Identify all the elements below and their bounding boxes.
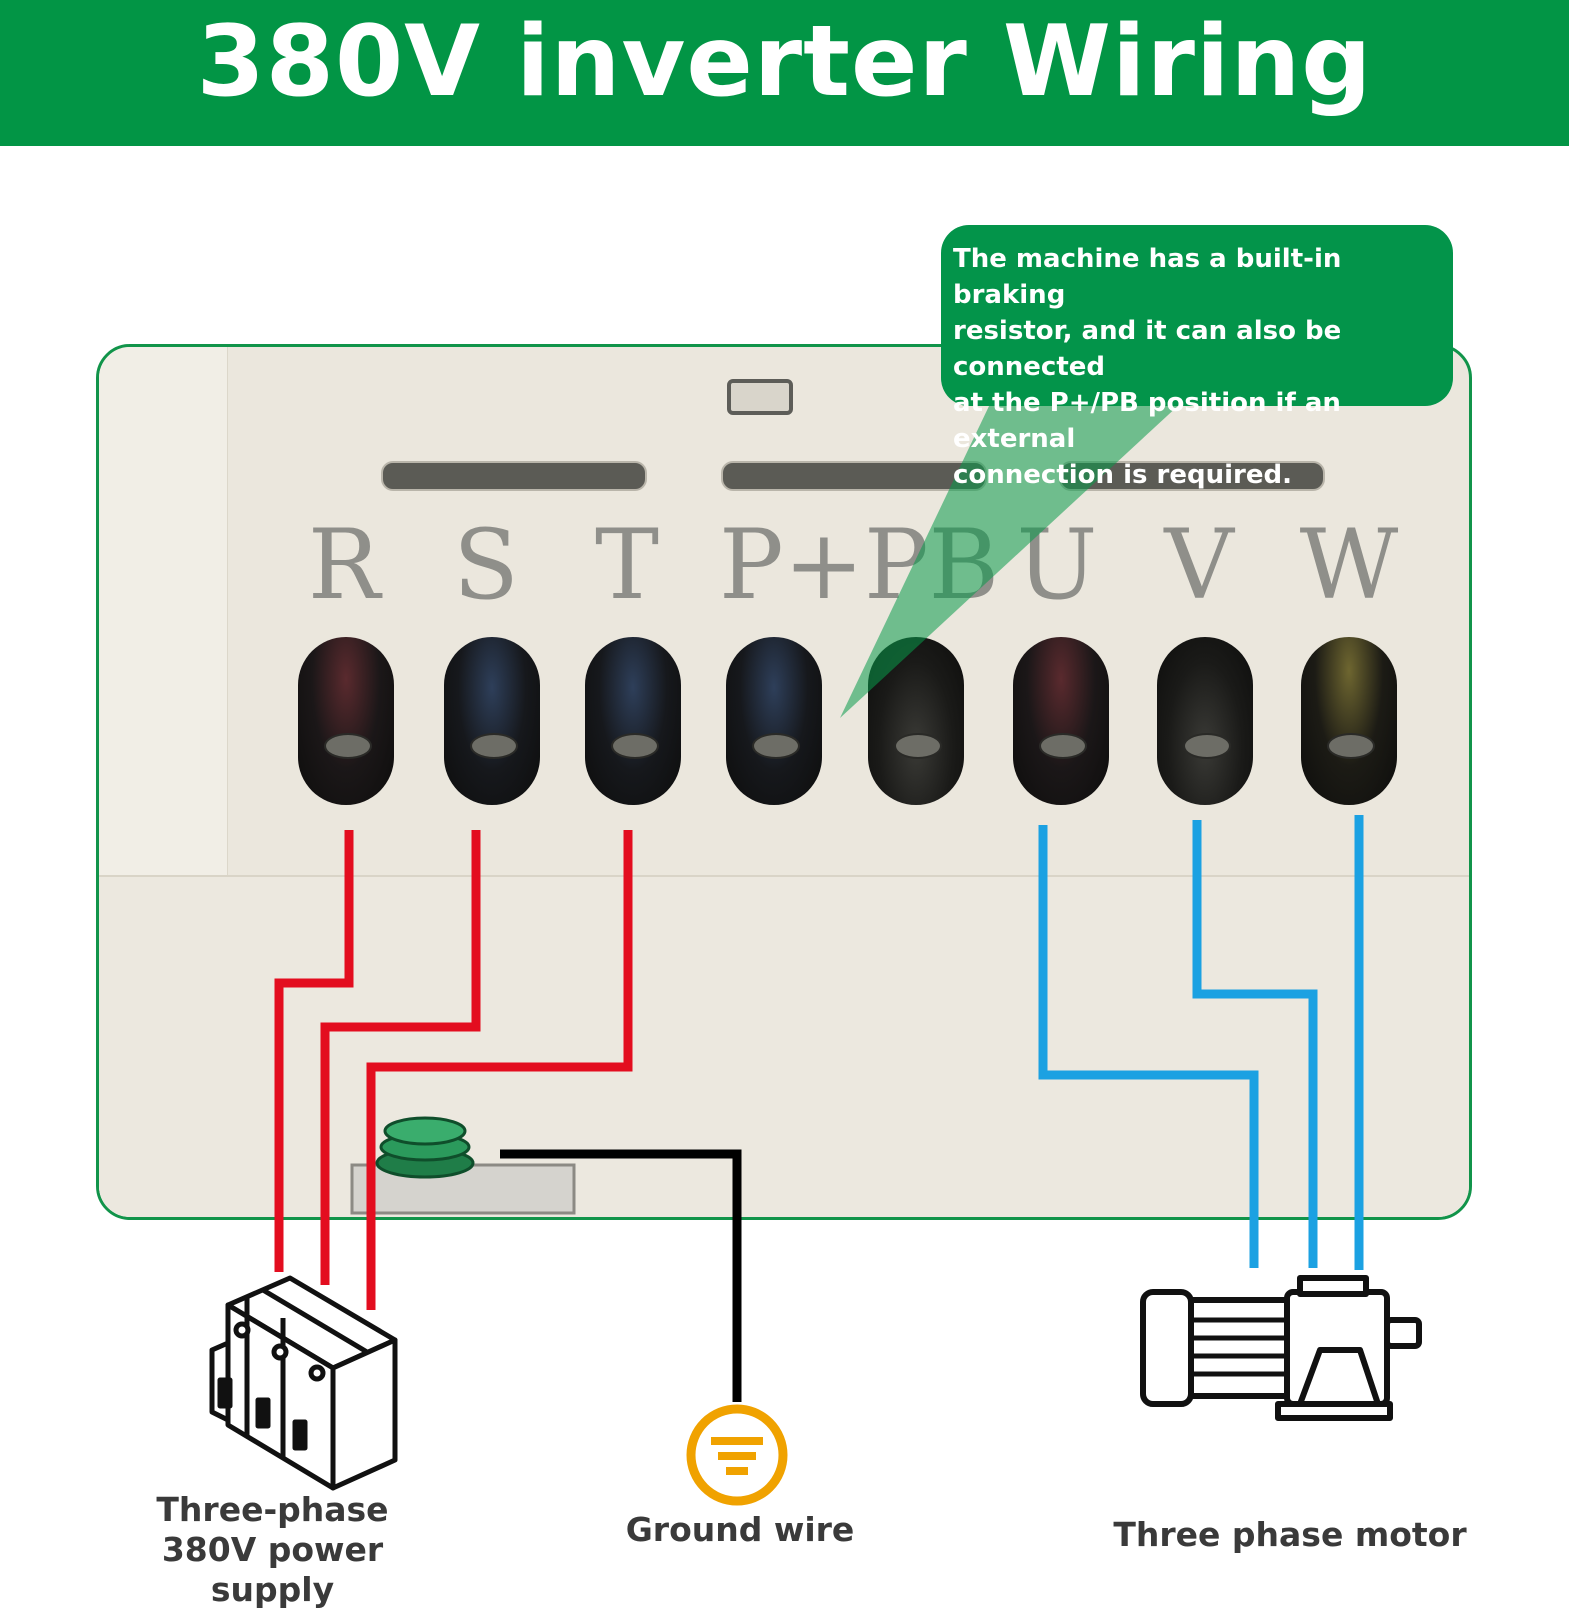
wire-u: [1038, 825, 1259, 1268]
page-title: 380V inverter Wiring: [196, 5, 1373, 119]
callout-pointer: [840, 404, 1180, 718]
terminal-hole-v: [1157, 637, 1253, 805]
terminal-hole-w: [1301, 637, 1397, 805]
braking-resistor-callout: The machine has a built-in braking resis…: [941, 225, 1453, 490]
terminal-hole-u: [1013, 637, 1109, 805]
terminal-hole-s: [444, 637, 540, 805]
terminal-screw: [611, 733, 659, 759]
terminal-hole-p-plus: [726, 637, 822, 805]
callout-line: connection is required.: [953, 460, 1292, 490]
terminal-screw: [894, 733, 942, 759]
three-phase-motor-icon: [1140, 1275, 1422, 1421]
ground-wire: [500, 1149, 742, 1402]
terminal-label-s: S: [453, 509, 519, 621]
terminal-label-t: T: [594, 509, 660, 621]
wiring-diagram: [209, 404, 1422, 1506]
terminal-screw: [752, 733, 800, 759]
vent-slot: [381, 461, 647, 491]
terminal-hole-r: [298, 637, 394, 805]
terminal-hole-t: [585, 637, 681, 805]
vent-slot: [721, 461, 987, 491]
callout-line: The machine has a built-in braking: [953, 244, 1342, 310]
terminal-hole-pb: [868, 637, 964, 805]
ground-wire-label: Ground wire: [625, 1510, 855, 1549]
terminal-screw: [324, 733, 372, 759]
callout-line: at the P+/PB position if an external: [953, 388, 1341, 454]
circuit-breaker-icon: [209, 1275, 398, 1491]
panel-seam: [99, 875, 1469, 877]
motor-label: Three phase motor: [1113, 1515, 1467, 1554]
callout-line: resistor, and it can also be connected: [953, 316, 1342, 382]
terminal-screw: [1039, 733, 1087, 759]
wire-s: [320, 830, 481, 1285]
wire-v: [1192, 820, 1318, 1268]
power-wires: [274, 830, 633, 1310]
terminal-label-w: W: [1299, 509, 1399, 621]
terminal-label-r: R: [307, 509, 381, 621]
terminal-screw: [470, 733, 518, 759]
terminal-screw: [1183, 733, 1231, 759]
terminal-label-v: V: [1164, 509, 1234, 621]
ground-symbol-icon: [686, 1404, 788, 1506]
wire-r: [274, 830, 354, 1272]
power-supply-label-line1: Three-phase: [156, 1490, 389, 1529]
title-banner: 380V inverter Wiring: [0, 0, 1569, 146]
motor-wires: [1038, 815, 1364, 1270]
power-supply-label-line2: 380V power supply: [161, 1530, 384, 1609]
indicator-window: [727, 379, 793, 415]
power-supply-label: Three-phase 380V power supply: [100, 1490, 445, 1610]
terminal-screw: [1327, 733, 1375, 759]
wire-t: [366, 830, 633, 1310]
ground-screw: [350, 1116, 576, 1215]
